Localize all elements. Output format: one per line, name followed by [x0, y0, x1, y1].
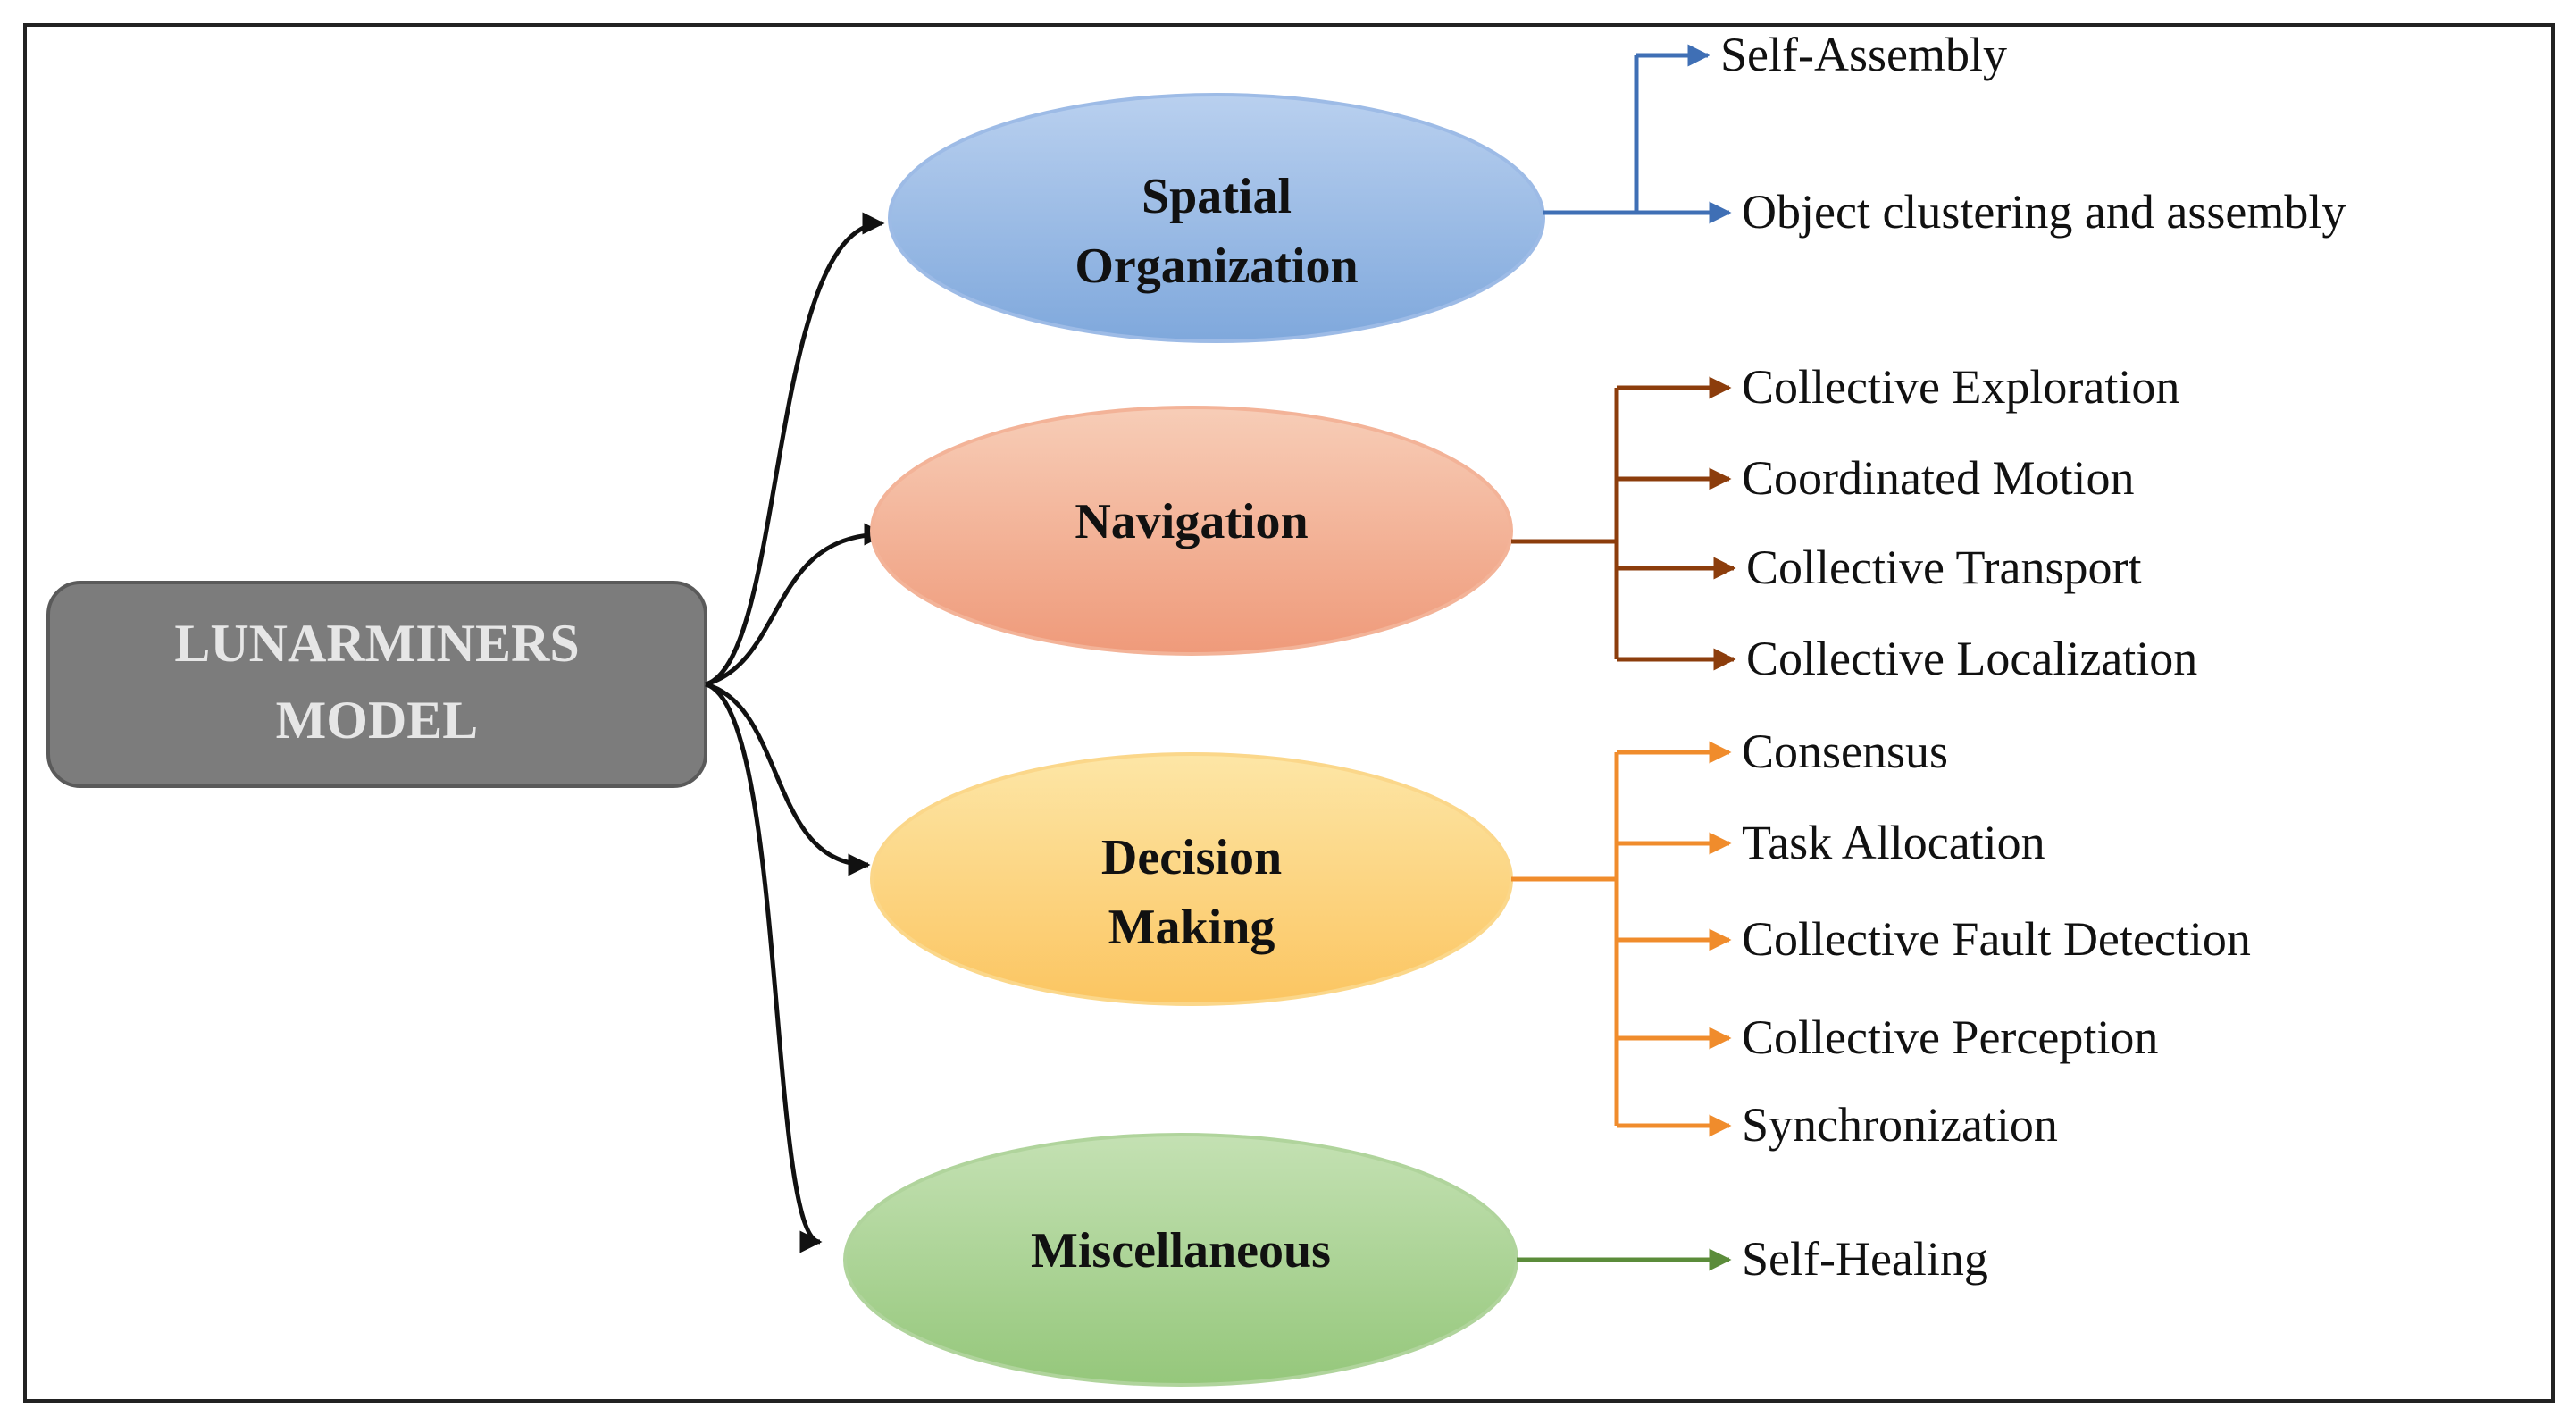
leaf-label-decision-1: Consensus: [1742, 725, 1948, 778]
root-connector-navigation: [705, 523, 887, 687]
leaf-label-decision-4: Collective Perception: [1742, 1010, 2158, 1064]
root-connector-spatial: [705, 212, 885, 687]
category-label-spatial-line-1: Spatial: [1142, 169, 1292, 224]
leaf-label-spatial-1: Self-Assembly: [1720, 28, 2007, 81]
root-connector-misc: [705, 682, 823, 1253]
category-label-misc-line-1: Miscellaneous: [1031, 1223, 1331, 1278]
category-node-navigation: Navigation: [870, 406, 1513, 656]
category-label-navigation-line-1: Navigation: [1075, 494, 1308, 549]
category-ellipse-spatial: [888, 93, 1545, 343]
leaf-label-navigation-3: Collective Transport: [1746, 541, 2142, 594]
category-nodes: SpatialOrganizationNavigationDecisionMak…: [843, 93, 1545, 1387]
leaf-label-decision-3: Collective Fault Detection: [1742, 912, 2251, 966]
leaf-label-spatial-2: Object clustering and assembly: [1742, 185, 2346, 239]
root-connectors: [705, 212, 887, 1253]
category-ellipse-navigation: [870, 406, 1513, 656]
leaf-label-navigation-4: Collective Localization: [1746, 632, 2197, 685]
root-label-line-2: MODEL: [276, 691, 479, 750]
leaf-label-navigation-2: Coordinated Motion: [1742, 451, 2134, 505]
root-label-line-1: LUNARMINERS: [174, 614, 579, 673]
category-label-decision-line-1: Decision: [1101, 830, 1282, 885]
leaf-label-decision-5: Synchronization: [1742, 1098, 2058, 1152]
branch-group-misc: Self-Healing: [1517, 1232, 1988, 1286]
category-label-spatial-line-2: Organization: [1075, 239, 1358, 294]
category-label-decision-line-2: Making: [1108, 900, 1275, 955]
category-node-misc: Miscellaneous: [843, 1133, 1518, 1387]
root-connector-decision: [705, 682, 871, 876]
root-node: LUNARMINERS MODEL: [46, 581, 707, 788]
leaf-label-navigation-1: Collective Exploration: [1742, 360, 2179, 414]
leaf-label-misc-1: Self-Healing: [1742, 1232, 1988, 1286]
leaf-label-decision-2: Task Allocation: [1742, 816, 2045, 869]
